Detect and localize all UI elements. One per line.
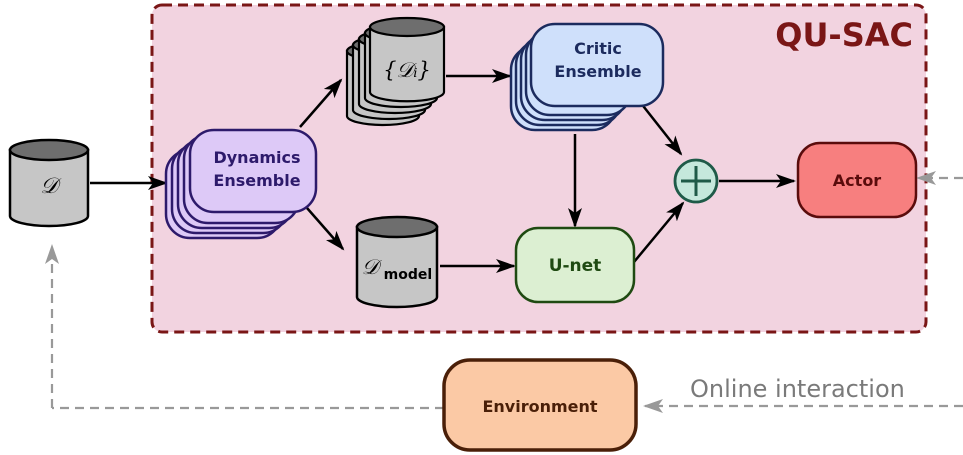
online-interaction-label: Online interaction: [690, 375, 905, 403]
qu-sac-frame: QU-SAC: [150, 3, 928, 334]
qu-sac-frame-box: [150, 3, 928, 334]
arrows: [90, 69, 796, 273]
dataset-label: 𝒟: [40, 174, 62, 199]
dynamics-ensemble: Dynamics Ensemble: [164, 128, 318, 240]
actor-node: Actor: [796, 141, 918, 219]
environment-node: Environment: [442, 358, 638, 452]
model-data-cylinder: 𝒟 model: [355, 215, 439, 309]
critic-ensemble: Critic Ensemble: [509, 22, 665, 132]
qu-sac-title: QU-SAC: [775, 16, 913, 54]
model-data-label-main: 𝒟: [362, 255, 383, 279]
feedback-loop: Online interaction: [45, 171, 963, 413]
critic-label-line2: Ensemble: [554, 62, 641, 81]
unet-label: U-net: [549, 256, 602, 276]
unet-node: U-net: [514, 226, 636, 304]
sum-node: [673, 158, 719, 204]
critic-label-line1: Critic: [574, 39, 622, 58]
arrow-dynamics-to-subsets: [299, 78, 343, 128]
arrow-dynamics-to-model: [306, 207, 345, 251]
model-data-label: 𝒟 model: [362, 255, 432, 283]
dynamics-label-line2: Ensemble: [213, 171, 300, 190]
subsets-cylinders: {𝒟ᵢ}: [345, 16, 446, 127]
arrow-critic-to-sum: [639, 101, 683, 156]
dynamics-label-line1: Dynamics: [213, 148, 300, 167]
arrow-unet-to-sum: [633, 201, 685, 263]
dataset-cylinder: 𝒟: [8, 138, 90, 228]
model-data-label-sub: model: [384, 267, 433, 283]
environment-label: Environment: [482, 397, 597, 416]
actor-label: Actor: [833, 171, 882, 190]
subsets-label: {𝒟ᵢ}: [383, 58, 431, 82]
